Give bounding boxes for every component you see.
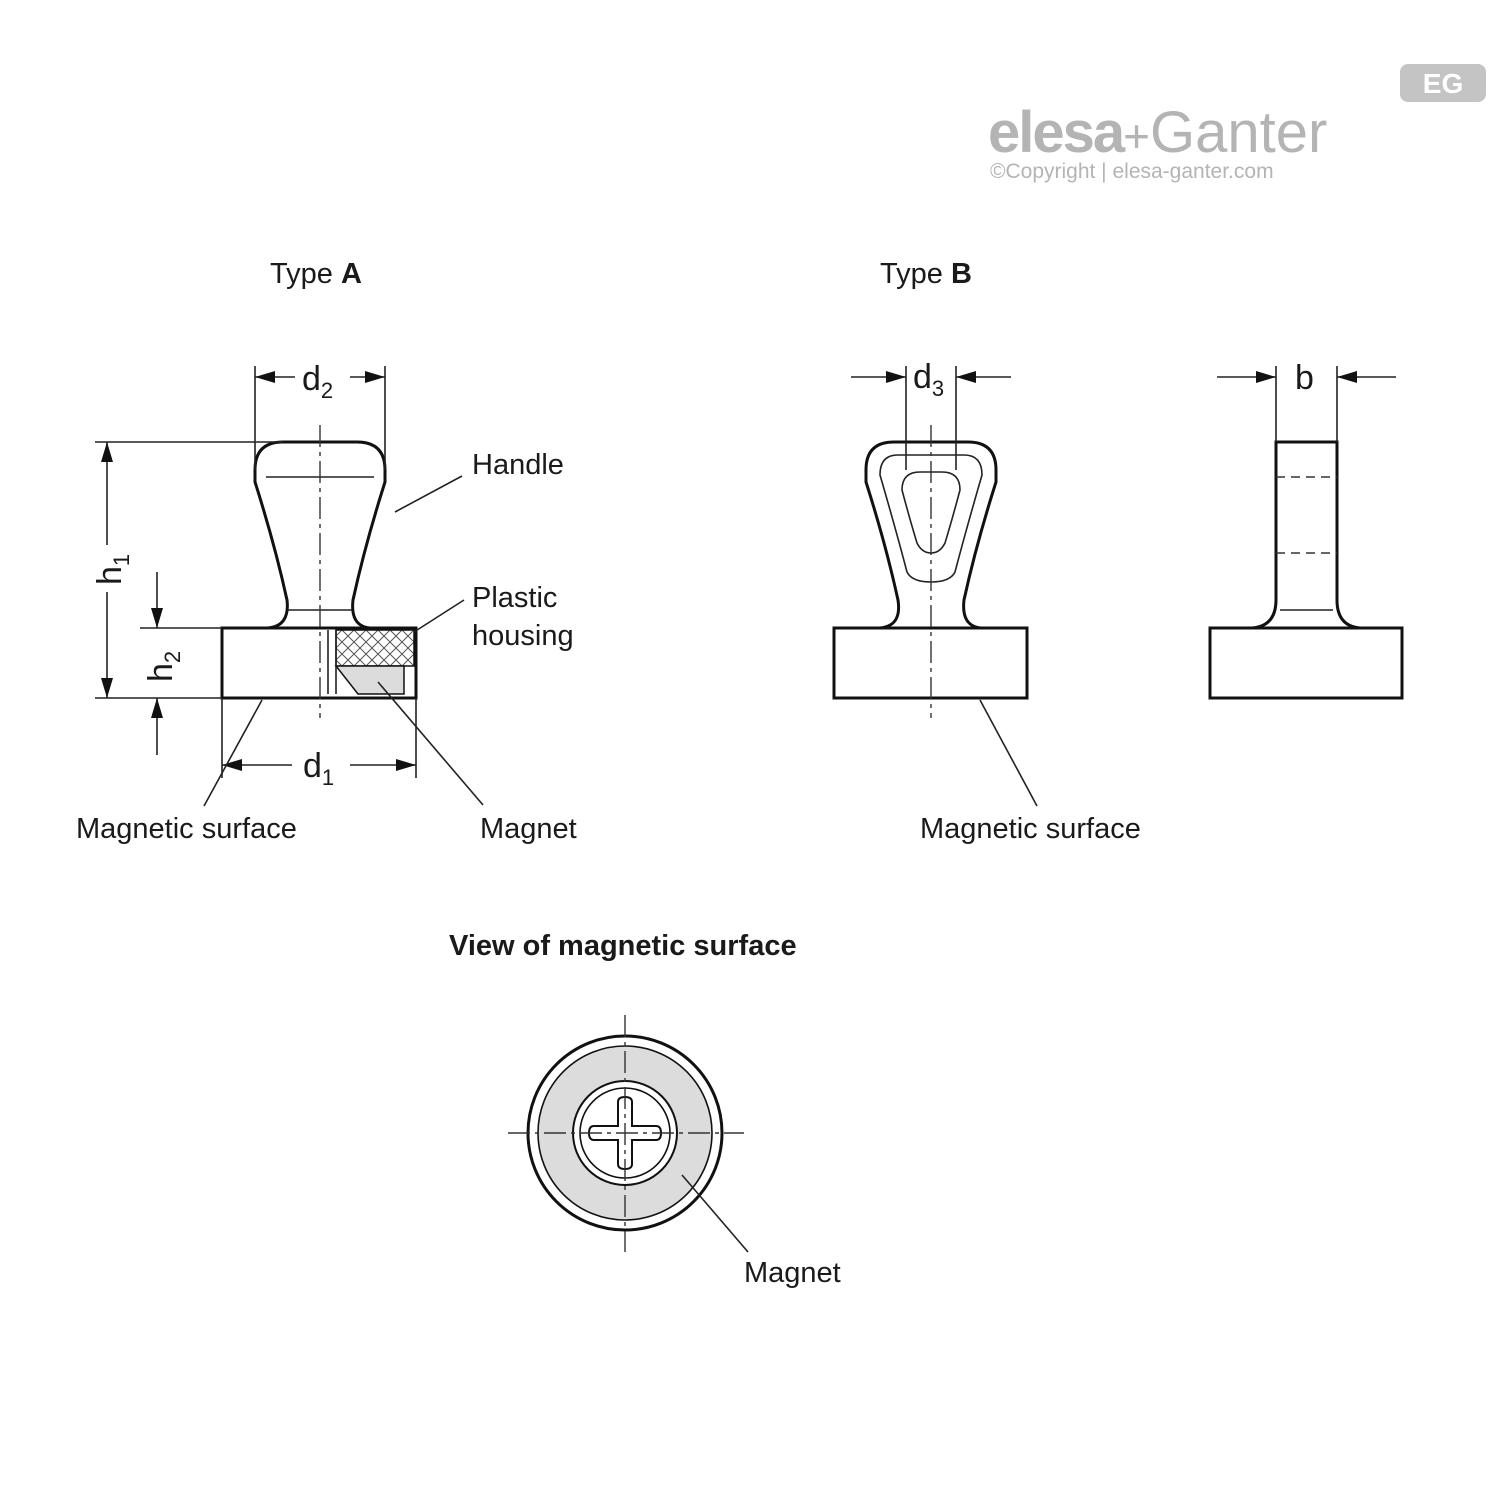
- type-b-d3-arrow-left: [886, 371, 906, 383]
- type-a-label-magnet: Magnet: [480, 813, 577, 845]
- type-a-d1-arrow-right: [396, 759, 416, 771]
- type-a-title-prefix: Type: [270, 258, 341, 290]
- type-b-b-arrow-right: [1337, 371, 1357, 383]
- type-a-label-handle: Handle: [472, 449, 564, 481]
- type-a-leader-plastic: [413, 599, 465, 633]
- logo-wordmark: elesa+Ganter: [988, 100, 1327, 165]
- logo-plus: +: [1123, 110, 1150, 162]
- brand-logo: EG elesa+Ganter ©Copyright | elesa-gante…: [988, 64, 1486, 183]
- type-a-h1-arrow-bottom: [101, 678, 113, 698]
- logo-right: Ganter: [1150, 100, 1327, 165]
- type-b-title: Type B: [880, 258, 972, 290]
- logo-badge: [1400, 64, 1486, 102]
- type-a-plastic-housing: [335, 629, 415, 667]
- type-a-d2-label: d2: [302, 360, 333, 403]
- type-a-d1-label: d1: [303, 747, 334, 790]
- type-a-d2-arrow-right: [365, 371, 385, 383]
- type-b-b-label: b: [1295, 359, 1314, 397]
- type-a-label-plastic-2: housing: [472, 620, 574, 652]
- copyright-text: ©Copyright | elesa-ganter.com: [990, 160, 1274, 183]
- type-b-leader-surface: [979, 699, 1038, 807]
- logo-badge-text: EG: [1423, 68, 1463, 99]
- type-a-d1-arrow-left: [222, 759, 242, 771]
- type-a-title-letter: A: [341, 258, 362, 290]
- bottom-view-title: View of magnetic surface: [449, 930, 797, 962]
- type-b-eye-inner: [901, 471, 961, 554]
- type-b-d3-label: d3: [913, 358, 944, 401]
- bottom-view-label-magnet: Magnet: [744, 1257, 841, 1289]
- type-b-title-prefix: Type: [880, 258, 951, 290]
- type-a-d2-arrow-left: [255, 371, 275, 383]
- type-a-label-plastic-1: Plastic: [472, 582, 557, 614]
- type-b-side-view: [1208, 440, 1404, 700]
- type-a-h2-arrow-top: [151, 608, 163, 628]
- type-a-leader-surface: [203, 699, 263, 807]
- type-b-b-arrow-left: [1256, 371, 1276, 383]
- type-b-eye-outer: [879, 454, 983, 583]
- logo-left: elesa: [988, 100, 1126, 165]
- bottom-view-drawing: View of magnetic surface Magnet: [449, 930, 841, 1289]
- type-a-h2-arrow-bottom: [151, 698, 163, 718]
- type-a-drawing: Type A d2 h1: [76, 258, 577, 845]
- type-a-title: Type A: [270, 258, 362, 290]
- type-a-leader-handle: [394, 475, 463, 513]
- type-a-h1-label: h1: [91, 554, 134, 585]
- type-b-label-magnetic-surface: Magnetic surface: [920, 813, 1141, 845]
- type-a-magnet: [334, 665, 405, 695]
- type-b-title-letter: B: [951, 258, 972, 290]
- type-b-d3-arrow-right: [956, 371, 976, 383]
- type-a-label-magnetic-surface: Magnetic surface: [76, 813, 297, 845]
- type-a-h1-arrow-top: [101, 442, 113, 462]
- type-b-drawing: Type B d3 b Magnetic surfa: [832, 258, 1404, 845]
- bottom-view-leader-magnet: [681, 1174, 749, 1253]
- type-a-leader-magnet: [377, 681, 484, 806]
- type-a-h2-label: h2: [142, 651, 185, 682]
